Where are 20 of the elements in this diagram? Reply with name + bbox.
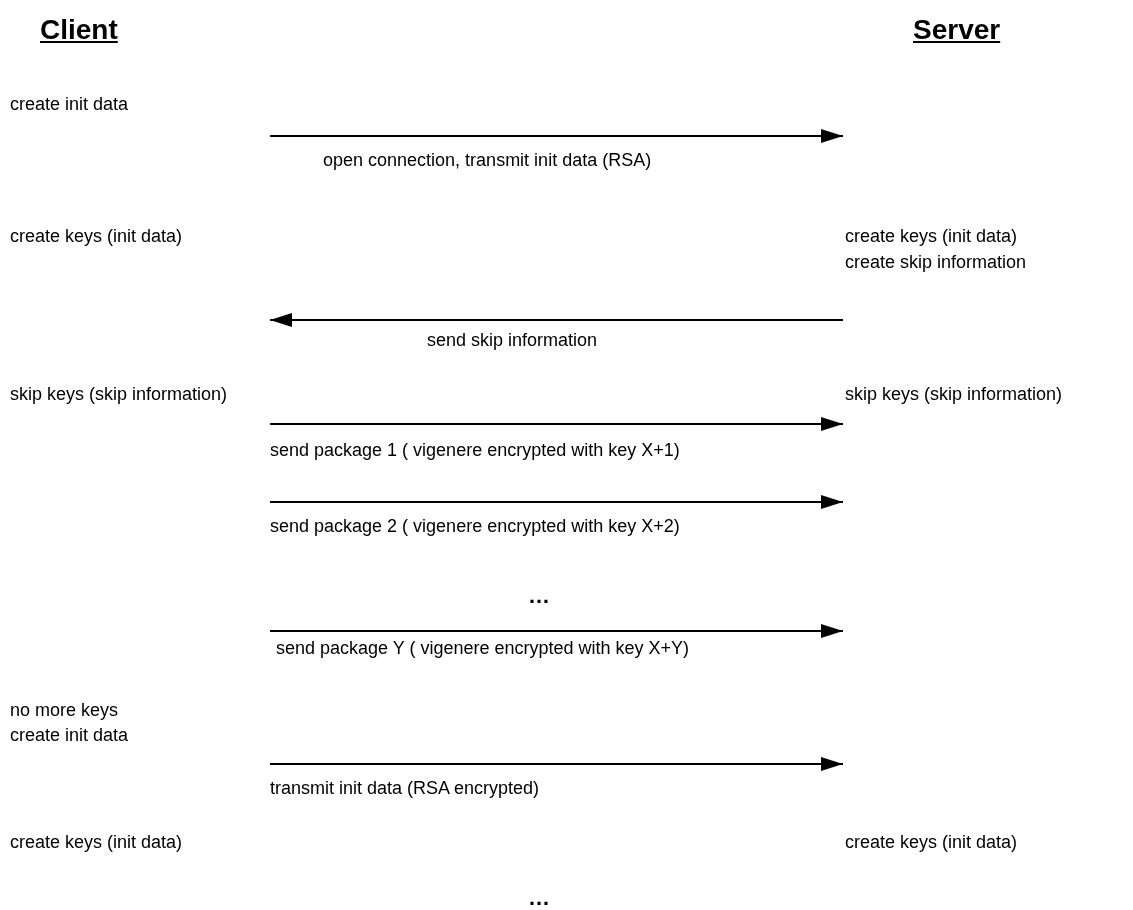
step-text: no more keys xyxy=(10,699,119,722)
step-text: create init data xyxy=(10,93,129,116)
step-text: create keys (init data) xyxy=(845,225,1018,248)
ellipsis: … xyxy=(528,583,550,609)
step-text: create skip information xyxy=(845,251,1027,274)
column-heading: Server xyxy=(913,17,1001,43)
step-text: create init data xyxy=(10,724,129,747)
message-label: send package 2 ( vigenere encrypted with key X+2) xyxy=(270,515,680,538)
message-label: transmit init data (RSA encrypted) xyxy=(270,777,540,800)
message-label: send package Y ( vigenere encrypted with key X+Y) xyxy=(276,637,690,660)
column-heading: Client xyxy=(40,17,118,43)
step-text: create keys (init data) xyxy=(10,831,183,854)
step-text: skip keys (skip information) xyxy=(10,383,228,406)
message-label: send skip information xyxy=(427,329,598,352)
message-label: send package 1 ( vigenere encrypted with key X+1) xyxy=(270,439,680,462)
ellipsis: … xyxy=(528,885,550,910)
message-label: open connection, transmit init data (RSA) xyxy=(323,149,652,172)
step-text: create keys (init data) xyxy=(10,225,183,248)
step-text: create keys (init data) xyxy=(845,831,1018,854)
step-text: skip keys (skip information) xyxy=(845,383,1063,406)
